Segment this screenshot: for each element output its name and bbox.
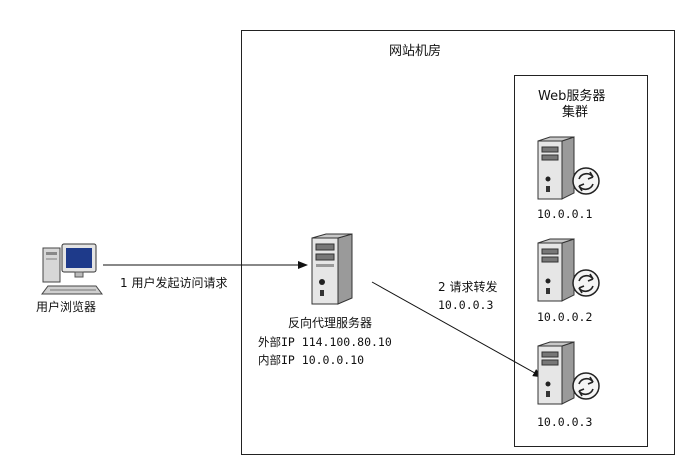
- request-arrow-label: 1 用户发起访问请求: [120, 276, 228, 290]
- forward-arrow-label-line1: 2 请求转发: [438, 280, 498, 294]
- web-server-2-ip: 10.0.0.2: [537, 310, 593, 324]
- datacenter-title: 网站机房: [389, 44, 442, 59]
- web-server-node-3: [536, 340, 606, 408]
- desktop-computer-icon: [41, 243, 103, 295]
- proxy-internal-ip: 内部IP 10.0.0.10: [258, 353, 365, 367]
- proxy-external-ip: 外部IP 114.100.80.10: [258, 335, 392, 349]
- datacenter-boundary: [241, 30, 675, 455]
- web-cluster-boundary: [514, 75, 648, 447]
- forward-arrow: [371, 281, 543, 378]
- server-tower-icon: [311, 233, 353, 305]
- web-server-icon: [537, 238, 600, 302]
- cluster-title-line2: 集群: [562, 105, 589, 120]
- web-server-3-ip: 10.0.0.3: [537, 415, 593, 429]
- proxy-label: 反向代理服务器: [288, 316, 373, 330]
- client-label: 用户浏览器: [36, 300, 97, 314]
- web-server-1-ip: 10.0.0.1: [537, 207, 593, 221]
- forward-arrow-label-line2: 10.0.0.3: [438, 298, 494, 312]
- web-server-icon: [537, 341, 600, 405]
- web-server-icon: [537, 136, 600, 200]
- web-server-node-1: [536, 135, 606, 203]
- web-server-node-2: [536, 237, 606, 305]
- cluster-title-line1: Web服务器: [538, 89, 606, 104]
